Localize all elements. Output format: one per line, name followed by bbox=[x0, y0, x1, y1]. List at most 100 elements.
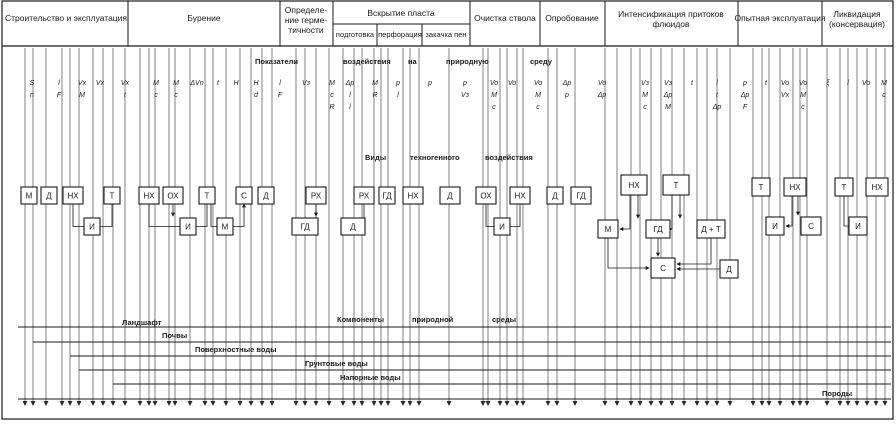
channel-arrow bbox=[166, 401, 172, 406]
impact-parameter: ΔVn bbox=[189, 80, 203, 87]
impact-box-label: ГД bbox=[300, 223, 310, 232]
channel-arrow bbox=[669, 401, 675, 406]
channel-arrow bbox=[385, 401, 391, 406]
impact-box-b3: НХ bbox=[62, 186, 84, 205]
impact-box-label: С bbox=[660, 264, 666, 273]
channel-arrow bbox=[90, 401, 96, 406]
impact-box-label: Д bbox=[350, 223, 356, 232]
connector bbox=[607, 238, 650, 270]
impact-box-b20: ОХ bbox=[475, 186, 497, 205]
channel-arrow bbox=[293, 401, 299, 406]
channel-arrow bbox=[854, 401, 860, 406]
channel-arrow bbox=[480, 401, 486, 406]
impact-box-frame bbox=[493, 217, 511, 236]
channel-arrow bbox=[873, 401, 879, 406]
connector bbox=[843, 196, 849, 227]
band-komponenty-3: природной bbox=[412, 315, 454, 324]
impact-box-frame bbox=[645, 219, 671, 239]
impact-box-label: И bbox=[499, 223, 505, 232]
impact-box-label: Д bbox=[447, 192, 453, 201]
impact-box-b26: Т bbox=[662, 174, 690, 196]
band-vidy: Виды техногенного воздействия bbox=[365, 153, 533, 162]
channel-arrow bbox=[59, 401, 65, 406]
band-pokazateli-3: на bbox=[408, 57, 418, 66]
impact-box-label: Д + Т bbox=[701, 225, 721, 234]
stage-likvidaciya: Ликвидация(консервация) bbox=[829, 9, 885, 29]
impact-box-frame bbox=[402, 186, 424, 205]
impact-box-frame bbox=[216, 217, 234, 236]
stage-ochistka: Очистка ствола bbox=[474, 13, 536, 23]
impact-parameter: ξ bbox=[826, 80, 830, 87]
impact-box-b18: НХ bbox=[402, 186, 424, 205]
stage-vskrytie: Вскрытие пласта bbox=[367, 8, 435, 18]
impact-box-frame bbox=[751, 177, 771, 197]
impact-parameter: p bbox=[427, 80, 432, 87]
impact-box-b9: С bbox=[235, 186, 253, 205]
channel-arrow bbox=[210, 401, 216, 406]
band-pokazateli: Показатели воздействия на природную сред… bbox=[255, 57, 553, 66]
impact-box-b5: И bbox=[83, 217, 101, 236]
impact-box-frame bbox=[865, 177, 889, 197]
impact-box-b21: НХ bbox=[509, 186, 531, 205]
impact-box-label: М bbox=[26, 192, 33, 201]
impact-parameter: l bbox=[847, 80, 849, 87]
substage-zakachka: закачка пен bbox=[425, 30, 466, 39]
channel-arrow bbox=[637, 401, 643, 406]
impact-box-b6: НХ bbox=[138, 186, 160, 205]
channel-arrow bbox=[269, 401, 275, 406]
channel-arrow bbox=[76, 401, 82, 406]
impact-box-label: Д bbox=[46, 192, 52, 201]
impact-box-b15: РХ bbox=[353, 186, 375, 205]
impact-box-frame bbox=[439, 186, 461, 205]
impact-parameter: t bbox=[691, 80, 694, 87]
impact-parameter: t bbox=[765, 80, 768, 87]
impact-box-b34: И bbox=[765, 216, 785, 236]
impact-box-frame bbox=[378, 186, 396, 205]
channel-arrow bbox=[837, 401, 843, 406]
stage-separators bbox=[127, 1, 823, 46]
impact-box-label: НХ bbox=[871, 183, 883, 192]
impact-box-label: РХ bbox=[311, 192, 322, 201]
channel-arrow bbox=[202, 401, 208, 406]
channel-arrow bbox=[223, 401, 229, 406]
channel-arrow bbox=[704, 401, 710, 406]
band-komponenty-1: Ландшафт bbox=[122, 318, 162, 327]
impact-box-label: НХ bbox=[67, 192, 79, 201]
channel-arrow bbox=[351, 401, 357, 406]
stage-opytnaya: Опытная эксплуатация bbox=[734, 13, 825, 23]
impact-box-b30: С bbox=[650, 257, 676, 279]
impact-box-b36: Т bbox=[834, 177, 854, 197]
impact-box-frame bbox=[103, 186, 121, 205]
impact-box-label: НХ bbox=[143, 192, 155, 201]
connector bbox=[676, 238, 712, 266]
impact-box-frame bbox=[138, 186, 160, 205]
channel-arrow bbox=[545, 401, 551, 406]
connector bbox=[100, 204, 113, 227]
channel-arrow bbox=[759, 401, 765, 406]
channel-arrow bbox=[302, 401, 308, 406]
impact-box-b13: РХ bbox=[305, 186, 327, 205]
impact-box-frame bbox=[162, 186, 184, 205]
impact-box-b8: Т bbox=[198, 186, 216, 205]
channel-arrow bbox=[797, 401, 803, 406]
layer-label-napornye: Напорные воды bbox=[340, 373, 401, 382]
channel-arrow bbox=[504, 401, 510, 406]
channel-arrow bbox=[514, 401, 520, 406]
impact-box-b38: И bbox=[848, 216, 868, 236]
channel-arrow bbox=[172, 401, 178, 406]
impact-box-b11: И bbox=[179, 217, 197, 236]
impact-box-frame bbox=[662, 174, 690, 196]
impact-box-label: М bbox=[222, 223, 229, 232]
impact-box-b14: ГД bbox=[291, 217, 319, 236]
impact-box-b29: Д + Т bbox=[696, 219, 726, 239]
channel-arrow bbox=[248, 401, 254, 406]
impact-box-label: Т bbox=[842, 183, 847, 192]
